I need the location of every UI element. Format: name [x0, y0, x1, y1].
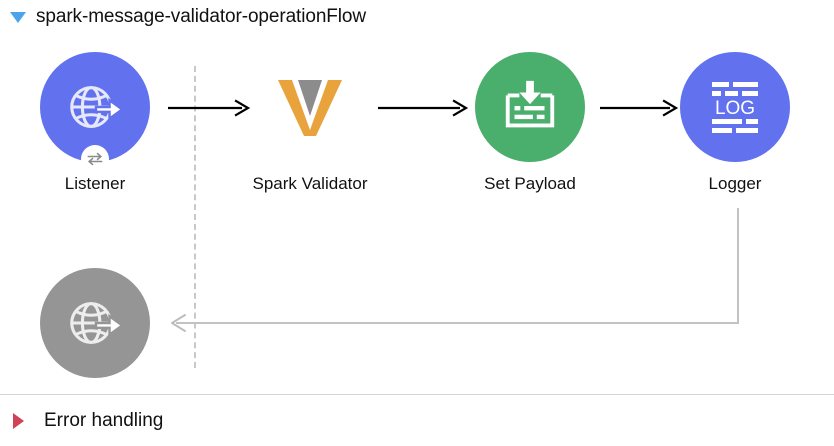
flow-header: spark-message-validator-operationFlow [0, 0, 834, 34]
node-response[interactable] [15, 268, 175, 390]
node-response-bubble[interactable] [40, 268, 150, 378]
node-set-payload[interactable]: Set Payload [450, 52, 610, 194]
node-logger-label: Logger [708, 174, 762, 193]
log-icon: LOG [712, 82, 758, 133]
error-handling-header[interactable]: Error handling [0, 395, 834, 446]
node-listener-bubble[interactable] [40, 52, 150, 173]
connector-logger-to-response [171, 208, 739, 332]
source-divider [194, 66, 196, 368]
flow-canvas: Listener Spark Validator Set Payload [0, 34, 834, 394]
triangle-right-icon[interactable] [13, 412, 24, 429]
node-set-payload-bubble[interactable] [475, 52, 585, 162]
globe-arrow-icon [70, 302, 125, 344]
node-listener[interactable]: Listener [15, 52, 175, 194]
listener-flow-badge [81, 145, 109, 173]
triangle-down-icon[interactable] [10, 11, 26, 23]
node-set-payload-label: Set Payload [484, 174, 576, 193]
bidirectional-arrow-icon [87, 152, 103, 166]
node-spark-validator[interactable]: Spark Validator [230, 52, 390, 194]
error-handling-label: Error handling [44, 409, 164, 431]
node-spark-validator-label: Spark Validator [252, 174, 368, 193]
page-title: spark-message-validator-operationFlow [36, 6, 366, 27]
node-logger[interactable]: LOG Logger [655, 52, 815, 194]
section-divider [0, 394, 834, 395]
node-listener-label: Listener [64, 174, 126, 193]
set-payload-icon [505, 80, 555, 128]
node-spark-validator-bubble[interactable] [255, 52, 365, 162]
node-logger-bubble[interactable]: LOG [680, 52, 790, 162]
veeva-v-logo-icon [278, 80, 342, 136]
log-icon-text: LOG [715, 98, 755, 119]
globe-arrow-icon [70, 86, 125, 128]
